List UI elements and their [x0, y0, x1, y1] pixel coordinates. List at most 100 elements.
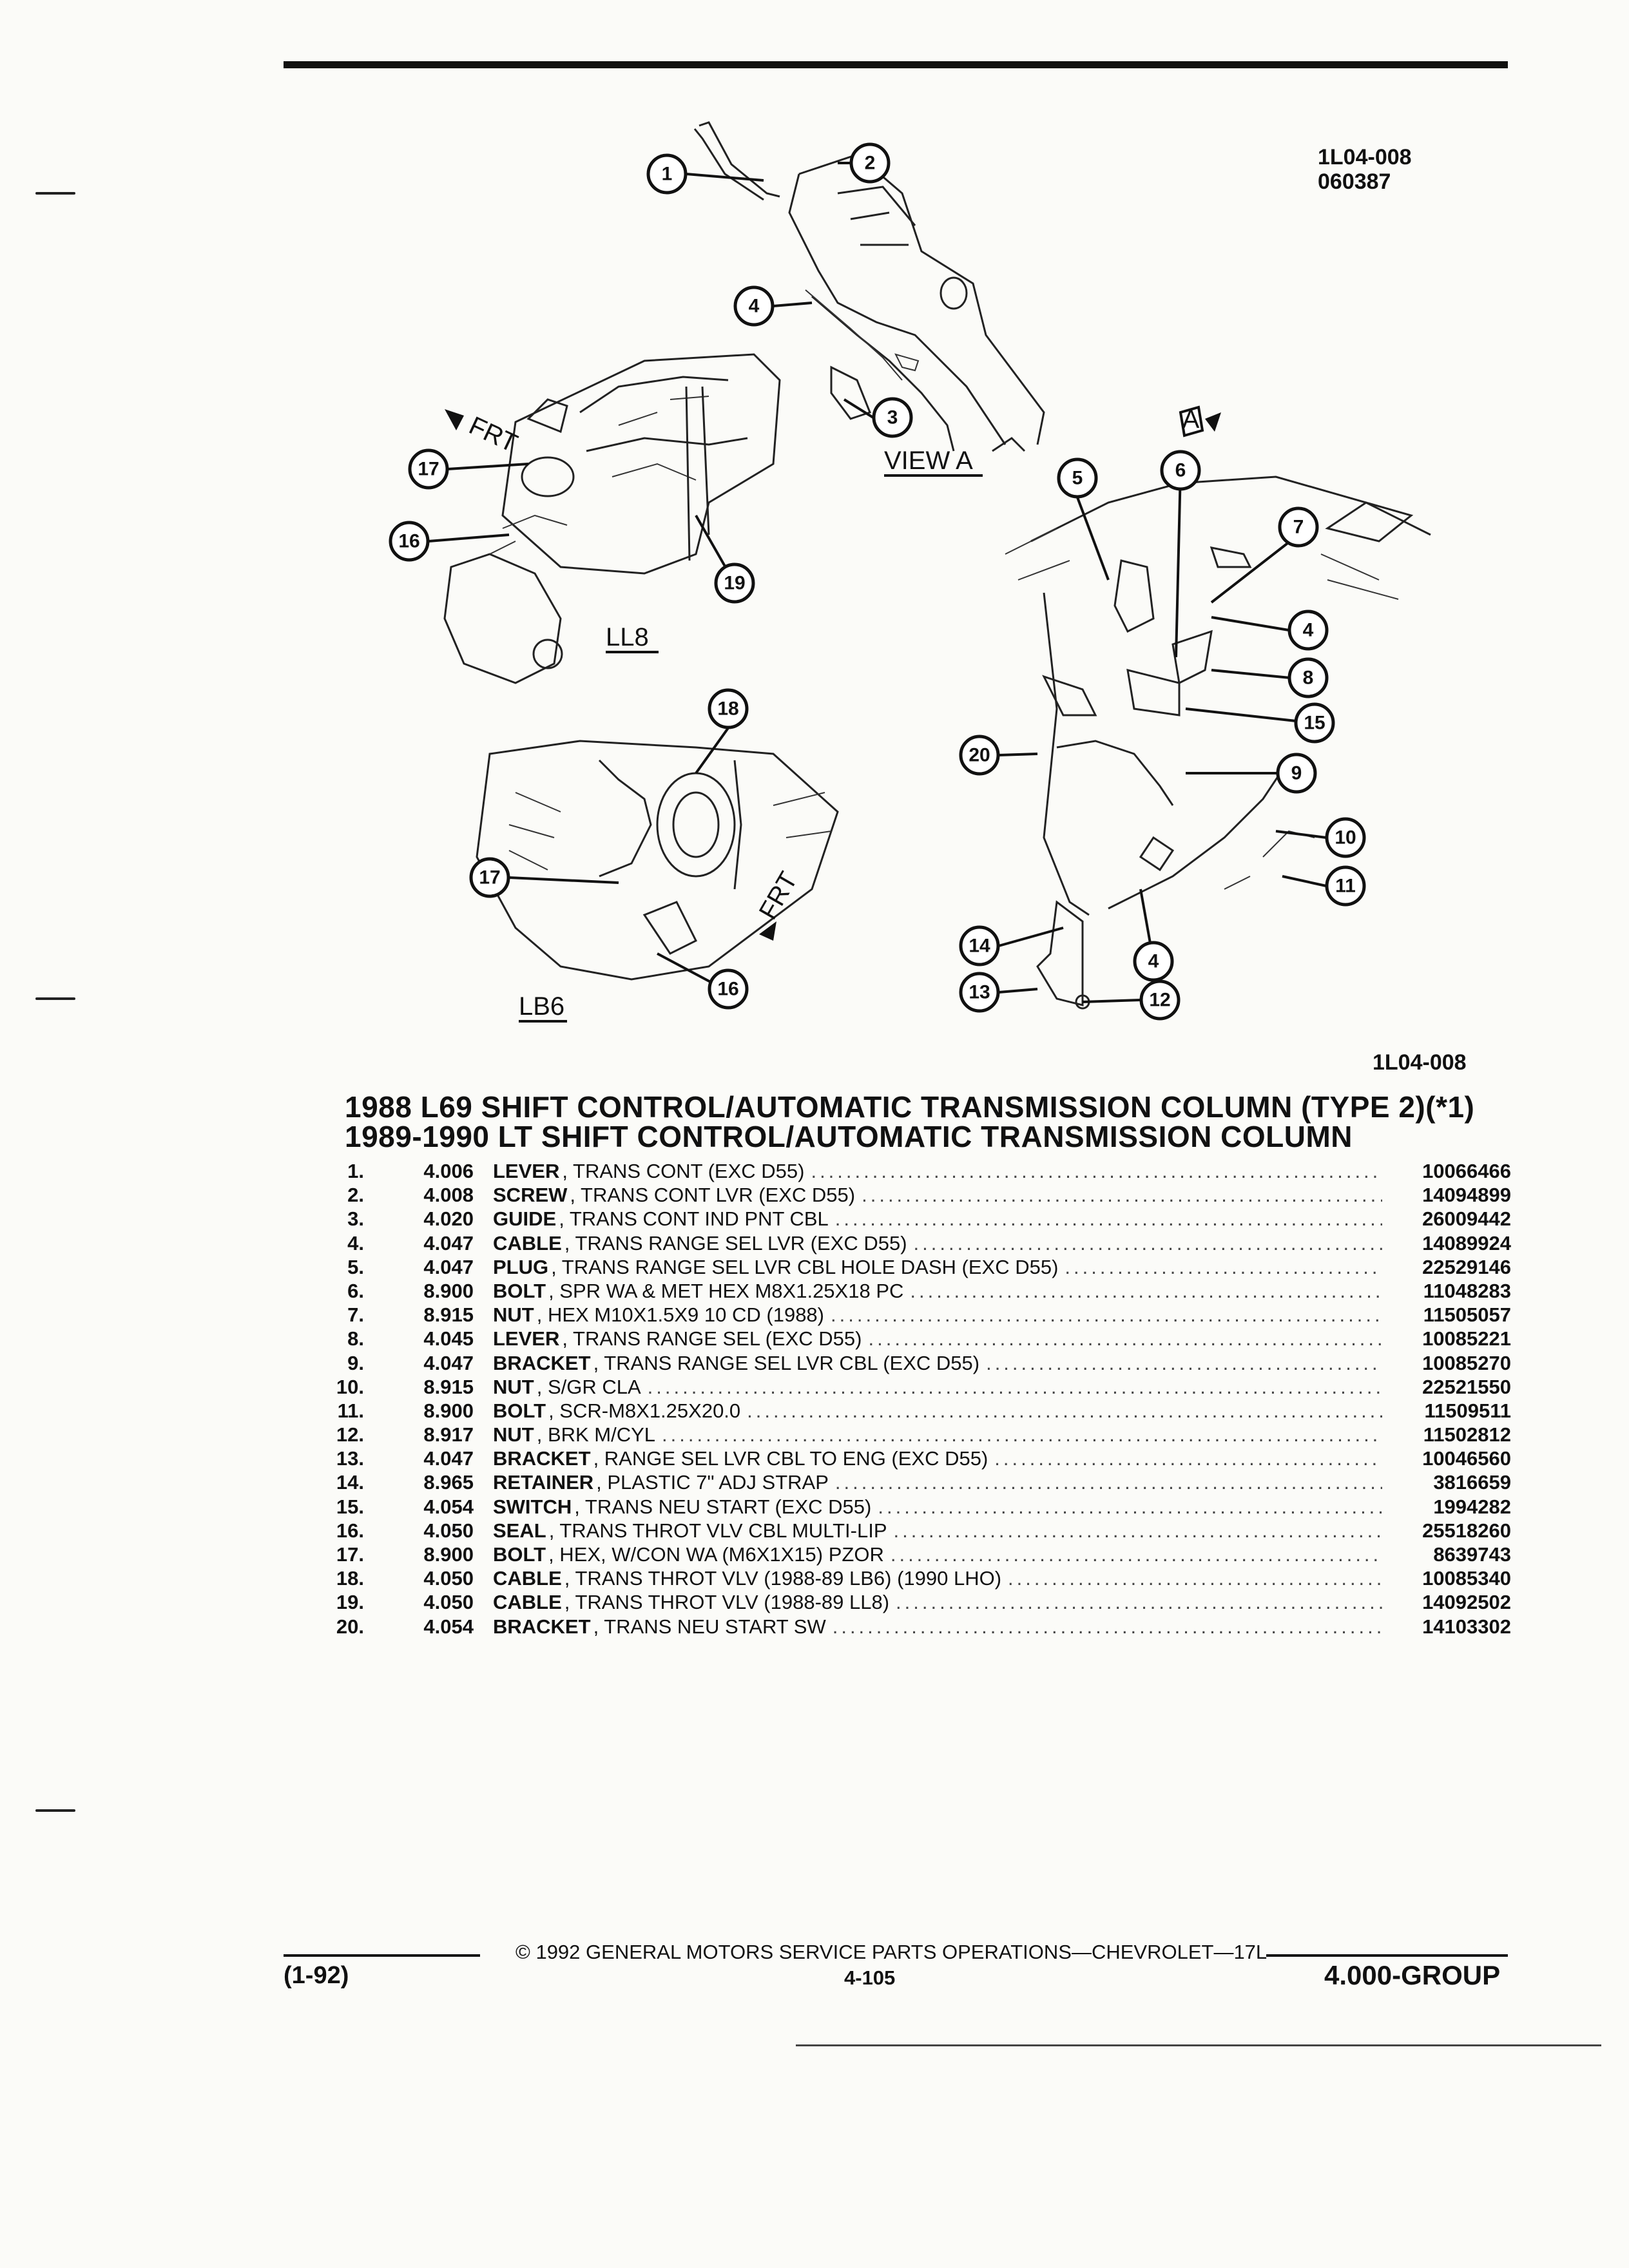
frt-arrow-ll8: FRT [445, 409, 522, 458]
part-description: RETAINER, PLASTIC 7" ADJ STRAP..........… [493, 1471, 1389, 1494]
dot-leader: ........................................… [862, 1184, 1382, 1207]
part-detail: , RANGE SEL LVR CBL TO ENG (EXC D55) [593, 1447, 988, 1470]
part-item-number: 12. [336, 1423, 364, 1446]
part-item-number: 1. [347, 1160, 364, 1182]
part-detail: , TRANS NEU START SW [593, 1615, 826, 1638]
svg-text:17: 17 [418, 459, 439, 480]
part-item-number: 8. [347, 1327, 364, 1350]
part-item-number: 2. [347, 1184, 364, 1207]
dot-leader: ........................................… [893, 1519, 1382, 1542]
part-description: PLUG, TRANS RANGE SEL LVR CBL HOLE DASH … [493, 1256, 1389, 1279]
part-group-number: 4.045 [423, 1327, 474, 1350]
part-description: CABLE, TRANS THROT VLV (1988-89 LB6) (19… [493, 1567, 1389, 1590]
footer-date: (1-92) [284, 1962, 349, 1989]
part-item-number: 19. [336, 1591, 364, 1614]
part-row: 7. 8.915 NUT, HEX M10X1.5X9 10 CD (1988)..… [325, 1303, 1511, 1327]
part-description: BOLT, HEX, W/CON WA (M6X1X15) PZOR......… [493, 1543, 1389, 1566]
bottom-rule [796, 2044, 1601, 2046]
part-description: BOLT, SCR-M8X1.25X20.0..................… [493, 1399, 1389, 1423]
part-item-number: 5. [347, 1255, 364, 1278]
dot-leader: ........................................… [1008, 1567, 1382, 1590]
svg-text:9: 9 [1291, 763, 1302, 784]
part-name: NUT [493, 1303, 534, 1327]
part-detail: , TRANS RANGE SEL (EXC D55) [562, 1327, 862, 1350]
part-item-number: 7. [347, 1303, 364, 1327]
callout-1: 1 [646, 153, 688, 195]
dot-leader: ........................................… [834, 1207, 1382, 1231]
callout-18: 18 [708, 688, 749, 729]
part-number: 11502812 [1423, 1423, 1511, 1446]
callout-leaders [428, 162, 1327, 1003]
part-group-number: 4.006 [423, 1160, 474, 1182]
part-name: SCREW [493, 1184, 568, 1207]
part-name: RETAINER [493, 1471, 594, 1494]
part-detail: , TRANS RANGE SEL LVR CBL (EXC D55) [593, 1351, 980, 1374]
part-group-number: 8.917 [423, 1423, 474, 1446]
part-group-number: 8.965 [423, 1471, 474, 1494]
dot-leader: ........................................… [994, 1447, 1382, 1470]
part-item-number: 14. [336, 1471, 364, 1494]
part-group-number: 8.915 [423, 1375, 474, 1398]
part-number: 3816659 [1433, 1471, 1511, 1494]
callout-17-ll8: 17 [408, 448, 449, 490]
footer-rule-left [284, 1954, 480, 1957]
svg-text:19: 19 [724, 573, 745, 594]
svg-text:11: 11 [1335, 876, 1356, 897]
dot-leader: ........................................… [832, 1615, 1382, 1638]
callout-14: 14 [959, 925, 1000, 966]
part-item-number: 17. [336, 1543, 364, 1566]
footer-group: 4.000-GROUP [1324, 1960, 1501, 1990]
part-detail: , TRANS RANGE SEL LVR CBL HOLE DASH (EXC… [551, 1255, 1059, 1278]
part-number: 10085340 [1422, 1567, 1511, 1590]
part-number: 8639743 [1433, 1543, 1511, 1566]
svg-text:3: 3 [887, 407, 898, 428]
margin-mark [35, 1809, 75, 1812]
dot-leader: ........................................… [896, 1591, 1382, 1614]
svg-text:2: 2 [865, 153, 876, 174]
part-description: NUT, HEX M10X1.5X9 10 CD (1988).........… [493, 1303, 1389, 1327]
view-a-illustration [693, 121, 1045, 452]
ll8-label: LL8 [606, 623, 649, 651]
svg-text:8: 8 [1303, 668, 1314, 689]
part-item-number: 6. [347, 1279, 364, 1302]
callout-4: 4 [733, 285, 775, 327]
margin-mark [35, 192, 75, 195]
svg-text:12: 12 [1149, 990, 1170, 1011]
part-number: 10085221 [1422, 1327, 1511, 1350]
svg-text:20: 20 [969, 745, 990, 766]
part-item-number: 20. [336, 1615, 364, 1638]
section-title: 1988 L69 SHIFT CONTROL/AUTOMATIC TRANSMI… [345, 1092, 1505, 1151]
part-group-number: 8.900 [423, 1279, 474, 1302]
svg-text:1: 1 [662, 164, 673, 185]
lb6-engine-illustration [476, 740, 839, 981]
part-number: 14103302 [1422, 1615, 1511, 1638]
part-name: SEAL [493, 1519, 546, 1542]
part-group-number: 8.915 [423, 1303, 474, 1327]
dot-leader: ........................................… [890, 1543, 1382, 1566]
callout-7: 7 [1278, 506, 1319, 548]
part-item-number: 15. [336, 1495, 364, 1518]
part-name: LEVER [493, 1160, 560, 1182]
part-description: SWITCH, TRANS NEU START (EXC D55).......… [493, 1495, 1389, 1519]
dot-leader: ........................................… [910, 1279, 1382, 1302]
callout-13: 13 [959, 972, 1000, 1013]
part-detail: , HEX M10X1.5X9 10 CD (1988) [536, 1303, 824, 1327]
part-description: NUT, S/GR CLA...........................… [493, 1376, 1389, 1399]
callout-8: 8 [1287, 657, 1329, 698]
part-name: CABLE [493, 1231, 562, 1254]
part-description: BOLT, SPR WA & MET HEX M8X1.25X18 PC....… [493, 1280, 1389, 1303]
range-selector-illustration [1005, 476, 1431, 1010]
part-name: NUT [493, 1375, 534, 1398]
dot-leader: ........................................… [986, 1351, 1382, 1374]
part-group-number: 4.047 [423, 1351, 474, 1374]
svg-text:7: 7 [1293, 517, 1304, 538]
part-group-number: 4.054 [423, 1615, 474, 1638]
